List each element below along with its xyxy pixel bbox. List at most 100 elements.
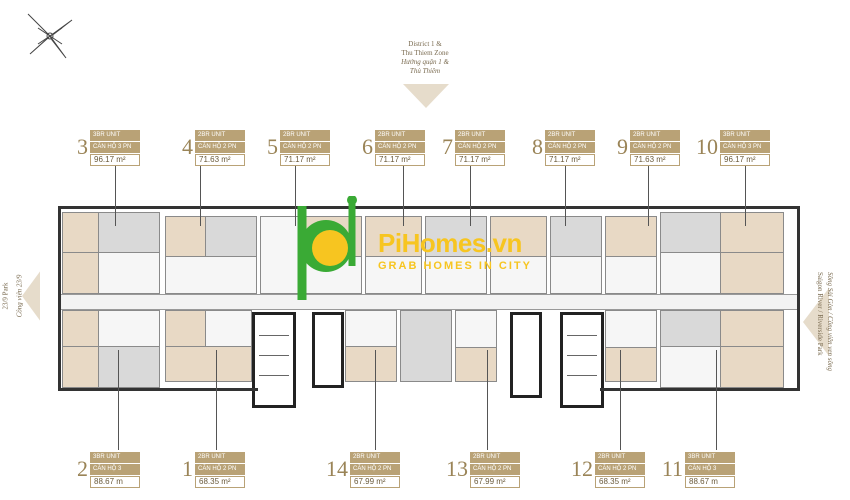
arrow-down-icon xyxy=(403,84,449,108)
unit-number: 4 xyxy=(182,134,193,159)
unit-area: 96.17 m² xyxy=(720,154,770,166)
room xyxy=(605,216,657,258)
unit-area: 67.99 m² xyxy=(470,476,520,488)
room xyxy=(455,346,497,382)
leader-line xyxy=(620,350,621,450)
unit-type: 2BR UNIT xyxy=(455,130,505,141)
room xyxy=(98,310,160,348)
room xyxy=(205,310,252,348)
unit-area: 67.99 m² xyxy=(350,476,400,488)
leader-line xyxy=(716,350,717,450)
unit-area: 71.17 m² xyxy=(375,154,425,166)
unit-type: 2BR UNIT xyxy=(595,452,645,463)
unit-area: 71.17 m² xyxy=(455,154,505,166)
unit-type-vn: CĂN HỘ 2 PN xyxy=(630,142,680,153)
arrow-left-icon xyxy=(22,266,44,326)
room xyxy=(345,310,397,348)
unit-number: 5 xyxy=(267,134,278,159)
unit-type-vn: CĂN HỘ 3 xyxy=(90,464,140,475)
unit-number: 9 xyxy=(617,134,628,159)
elevator-core xyxy=(560,312,604,408)
leader-line xyxy=(745,166,746,226)
room xyxy=(720,252,784,294)
unit-type-vn: CĂN HỘ 3 PN xyxy=(90,142,140,153)
unit-area: 68.35 m² xyxy=(195,476,245,488)
room xyxy=(425,216,487,258)
unit-area: 88.67 m xyxy=(685,476,735,488)
room xyxy=(660,252,722,294)
wall xyxy=(58,388,258,391)
room xyxy=(62,310,100,348)
compass-rose-icon xyxy=(27,13,73,59)
room xyxy=(98,346,160,388)
watermark-brand: PiHomes.vn xyxy=(378,228,522,258)
unit-number: 2 xyxy=(77,456,88,481)
room xyxy=(62,346,100,388)
wall xyxy=(58,206,61,391)
unit-area: 71.17 m² xyxy=(280,154,330,166)
unit-area: 68.35 m² xyxy=(595,476,645,488)
elevator-core xyxy=(312,312,344,388)
room xyxy=(365,216,422,258)
leader-line xyxy=(470,166,471,226)
elevator-core xyxy=(510,312,542,398)
unit-type: 2BR UNIT xyxy=(545,130,595,141)
leader-line xyxy=(375,350,376,450)
room xyxy=(550,216,602,258)
room xyxy=(490,256,547,294)
unit-area: 71.63 m² xyxy=(630,154,680,166)
room xyxy=(720,310,784,348)
unit-type-vn: CĂN HỘ 2 PN xyxy=(195,142,245,153)
leader-line xyxy=(216,350,217,450)
unit-type: 2BR UNIT xyxy=(375,130,425,141)
room xyxy=(205,216,257,258)
watermark-tagline: GRAB HOMES IN CITY xyxy=(378,260,532,272)
right-direction-label-vn: Sông Sài Gòn / Công viên ven sông xyxy=(826,272,834,371)
arrow-right-icon xyxy=(803,288,829,356)
unit-type-vn: CĂN HỘ 3 xyxy=(685,464,735,475)
unit-type: 2BR UNIT xyxy=(280,130,330,141)
leader-line xyxy=(295,166,296,226)
unit-type: 3BR UNIT xyxy=(720,130,770,141)
corridor xyxy=(58,294,798,310)
unit-type: 3BR UNIT xyxy=(90,130,140,141)
unit-type: 2BR UNIT xyxy=(470,452,520,463)
leader-line xyxy=(403,166,404,226)
room xyxy=(720,212,784,254)
room xyxy=(550,256,602,294)
left-direction-label-vn: Công viên 23/9 xyxy=(15,274,24,318)
room xyxy=(455,310,497,348)
unit-type: 2BR UNIT xyxy=(195,130,245,141)
room xyxy=(605,256,657,294)
unit-number: 14 xyxy=(326,456,348,481)
room xyxy=(400,310,452,382)
room xyxy=(660,212,722,254)
unit-type: 3BR UNIT xyxy=(90,452,140,463)
room xyxy=(62,252,100,294)
unit-type-vn: CĂN HỘ 2 PN xyxy=(350,464,400,475)
unit-number: 11 xyxy=(661,456,683,481)
room xyxy=(425,256,487,294)
top-direction-label: District 1 & Thu Thiem Zone Hướng quận 1… xyxy=(401,40,449,75)
unit-type-vn: CĂN HỘ 2 PN xyxy=(455,142,505,153)
unit-type-vn: CĂN HỘ 2 PN xyxy=(280,142,330,153)
wall xyxy=(600,388,800,391)
leader-line xyxy=(200,166,201,226)
unit-number: 8 xyxy=(532,134,543,159)
unit-number: 6 xyxy=(362,134,373,159)
